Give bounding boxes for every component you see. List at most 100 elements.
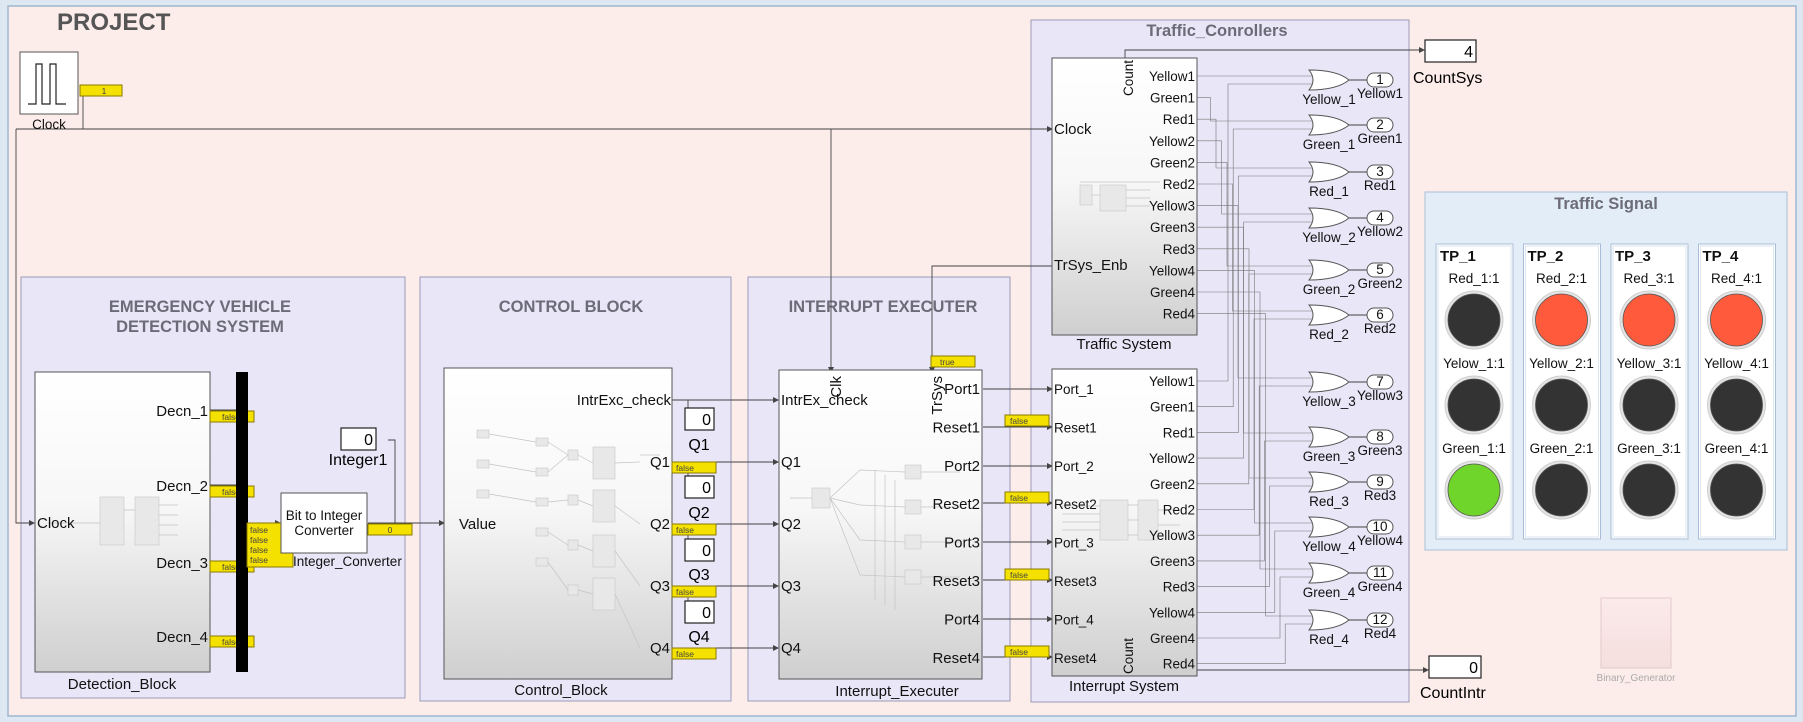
or-gate-red-1[interactable]: Red_1 <box>1307 161 1350 199</box>
interrupt-system-block[interactable]: Port_1Reset1Port_2Reset2Port_3Reset3Port… <box>1051 368 1198 695</box>
clock-value-tag: 1 <box>79 84 123 97</box>
or-gate-red-2[interactable]: Red_2 <box>1307 304 1350 342</box>
interrupt-system-out-green3: Green3 <box>1150 554 1195 569</box>
reset1-tag: false <box>1004 414 1050 427</box>
traffic-signal-title: Traffic Signal <box>1554 195 1658 213</box>
count-sys-display[interactable]: 4 CountSys <box>1413 39 1482 87</box>
integer1-display[interactable]: 0 Integer1 <box>329 427 388 469</box>
lamp-label: Green_4:1 <box>1705 441 1769 456</box>
control-out-intrexc-check: IntrExc_check <box>577 392 672 409</box>
mux-bar[interactable] <box>236 372 248 672</box>
decn-2-tag: false <box>209 485 255 498</box>
interrupt-in-q4: Q4 <box>781 640 801 657</box>
control-block[interactable]: Value IntrExc_check Q1 Q2 Q3 Q4 Control_… <box>443 367 673 699</box>
outport-name: Green3 <box>1357 443 1402 458</box>
outport-name: Yellow3 <box>1357 388 1403 403</box>
bit-to-integer-converter[interactable]: Bit to Integer Converter Integer_Convert… <box>280 492 402 569</box>
or-gate-label: Red_2 <box>1309 327 1349 342</box>
signal-lamp-yellow[interactable] <box>1447 378 1501 432</box>
signal-lamp-red[interactable] <box>1622 293 1676 347</box>
detection-block[interactable]: Clock Decn_1 Decn_2 Decn_3 Decn_4 Detect… <box>34 371 211 693</box>
or-gate-red-4[interactable]: Red_4 <box>1307 609 1350 647</box>
interrupt-executer-block[interactable]: Clk TrSys IntrEx_check Q1 Q2 Q3 Q4 Port1… <box>778 369 983 700</box>
integer1-label: Integer1 <box>329 452 388 469</box>
svg-text:0: 0 <box>702 605 711 622</box>
signal-lamp-yellow[interactable] <box>1622 378 1676 432</box>
q4-display[interactable]: 0 Q4 <box>684 600 715 646</box>
or-gate-red-3[interactable]: Red_3 <box>1307 471 1350 509</box>
q1-display[interactable]: 0 Q1 <box>684 407 715 454</box>
interrupt-out-port2: Port2 <box>944 458 980 475</box>
or-gate-yellow-2[interactable]: Yellow_2 <box>1302 207 1356 245</box>
or-gate-yellow-4[interactable]: Yellow_4 <box>1302 516 1356 554</box>
interrupt-system-in-reset4: Reset4 <box>1054 651 1097 666</box>
svg-text:Q3: Q3 <box>688 567 709 584</box>
traffic-in-trsys-enb: TrSys_Enb <box>1054 257 1128 274</box>
reset4-tag: false <box>1004 645 1050 658</box>
signal-lamp-red[interactable] <box>1447 293 1501 347</box>
or-gate-label: Green_3 <box>1303 449 1356 464</box>
signal-lamp-green[interactable] <box>1535 463 1588 517</box>
or-gate-yellow-1[interactable]: Yellow_1 <box>1302 69 1356 107</box>
interrupt-system-name: Interrupt System <box>1069 678 1179 695</box>
reset2-tag: false <box>1004 491 1050 504</box>
svg-text:Q2: Q2 <box>688 505 709 522</box>
svg-text:false: false <box>1010 570 1028 580</box>
signal-lamp-green[interactable] <box>1447 463 1501 517</box>
q3-display[interactable]: 0 Q3 <box>684 538 715 584</box>
converter-name: Integer_Converter <box>293 554 402 569</box>
signal-lamp-yellow[interactable] <box>1710 378 1763 432</box>
detection-out-decn-2: Decn_2 <box>156 478 208 495</box>
lamp-label: Red_2:1 <box>1536 271 1587 286</box>
svg-text:true: true <box>940 357 955 367</box>
or-gate-green-1[interactable]: Green_1 <box>1303 114 1356 152</box>
outport-name: Green4 <box>1357 579 1403 594</box>
interrupt-out-port4: Port4 <box>944 611 980 628</box>
outport-name: Red1 <box>1364 178 1396 193</box>
binary-generator-block[interactable]: Binary_Generator <box>1597 597 1677 684</box>
or-gate-green-2[interactable]: Green_2 <box>1303 259 1356 297</box>
control-out-q3: Q3 <box>650 578 670 595</box>
signal-lamp-green[interactable] <box>1622 463 1676 517</box>
outport-number: 8 <box>1376 429 1384 444</box>
or-gate-yellow-3[interactable]: Yellow_3 <box>1302 371 1356 409</box>
signal-lamp-green[interactable] <box>1710 463 1763 517</box>
or-gate-green-3[interactable]: Green_3 <box>1303 426 1356 464</box>
or-gate-label: Green_1 <box>1303 137 1356 152</box>
signal-lamp-red[interactable] <box>1710 293 1763 347</box>
traffic-system-block[interactable]: Clock TrSys_Enb Count Yellow1Green1Red1Y… <box>1051 57 1198 353</box>
interrupt-out-port1: Port1 <box>944 381 980 398</box>
traffic-out-red1: Red1 <box>1163 112 1195 127</box>
detection-out-decn-4: Decn_4 <box>156 629 208 646</box>
q2-display[interactable]: 0 Q2 <box>684 475 715 522</box>
svg-text:0: 0 <box>702 412 711 429</box>
interrupt-title: INTERRUPT EXECUTER <box>789 298 978 316</box>
or-gate-green-4[interactable]: Green_4 <box>1303 562 1356 600</box>
count-intr-display[interactable]: 0 CountIntr <box>1420 655 1486 702</box>
svg-text:0: 0 <box>702 543 711 560</box>
converter-text-line2: Converter <box>294 523 354 538</box>
traffic-out-red4: Red4 <box>1163 307 1196 322</box>
lamp-label: Green_1:1 <box>1442 441 1506 456</box>
signal-lamp-red[interactable] <box>1535 293 1588 347</box>
control-title: CONTROL BLOCK <box>499 298 644 316</box>
detection-in-clock: Clock <box>37 515 75 532</box>
or-gate-label: Red_3 <box>1309 494 1349 509</box>
clock-source-block[interactable]: Clock <box>19 51 79 132</box>
outport-number: 11 <box>1373 565 1387 580</box>
traffic-out-red3: Red3 <box>1163 242 1195 257</box>
signal-lamp-yellow[interactable] <box>1535 378 1588 432</box>
